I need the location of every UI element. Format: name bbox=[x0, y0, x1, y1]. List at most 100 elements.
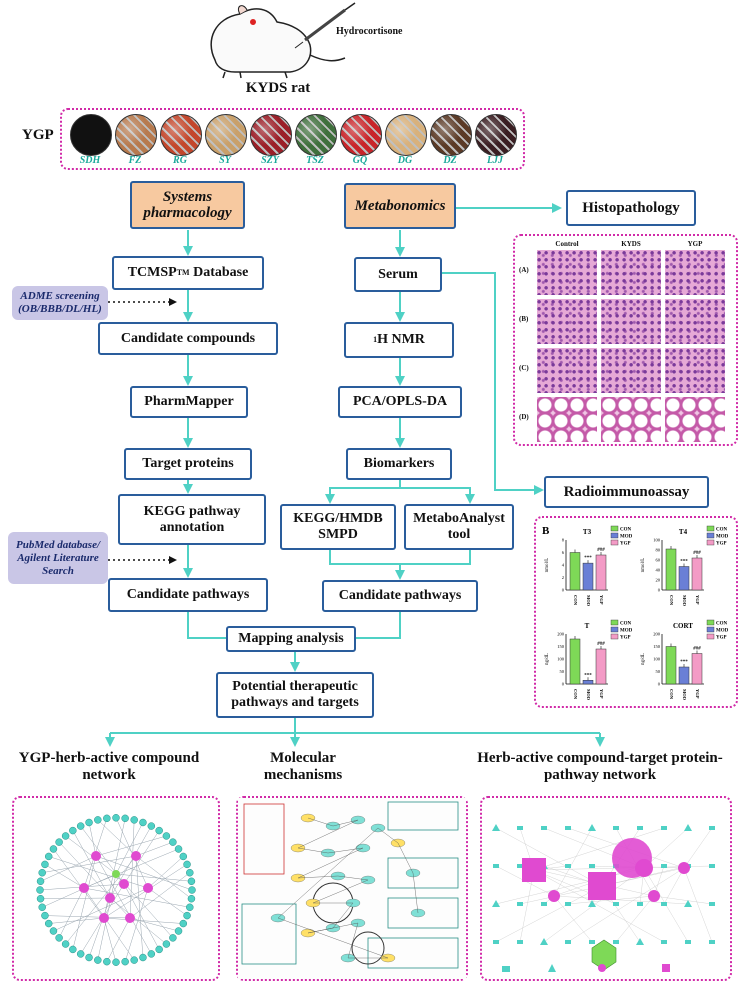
metabolic-link bbox=[297, 847, 364, 879]
chart-title: CORT bbox=[673, 622, 693, 630]
compound-node bbox=[188, 886, 196, 894]
compound-node bbox=[85, 953, 93, 962]
histopathology-box: Histopathology bbox=[566, 190, 696, 226]
metaboanalyst-box: MetaboAnalyst tool bbox=[404, 504, 514, 550]
chart-significance: *** bbox=[680, 560, 688, 565]
network-edge bbox=[653, 895, 713, 905]
chart-y-tick: 60 bbox=[656, 558, 661, 563]
chart-y-tick: 150 bbox=[557, 644, 565, 649]
candidate-compounds-box: Candidate compounds bbox=[98, 322, 278, 355]
histology-micrograph bbox=[537, 348, 597, 393]
chart-bar-con bbox=[569, 552, 581, 591]
network-edge bbox=[48, 856, 149, 889]
chart-legend-swatch bbox=[706, 633, 715, 640]
herb-node bbox=[125, 913, 135, 923]
chart-bar-ygp bbox=[595, 648, 607, 685]
herb-node bbox=[79, 883, 89, 893]
target-node bbox=[661, 940, 667, 944]
chart-legend-label: CON bbox=[620, 528, 632, 533]
chart-legend-label: YGP bbox=[716, 636, 727, 641]
metabolic-link bbox=[297, 819, 359, 849]
compound-node bbox=[55, 934, 63, 942]
chart-ylabel: ng/dL bbox=[641, 653, 646, 665]
pubmed-search-box: PubMed database/ Agilent Literature Sear… bbox=[8, 532, 108, 584]
network-edge bbox=[40, 855, 97, 882]
herb-hub-node bbox=[588, 872, 616, 900]
histo-column-label: KYDS bbox=[621, 240, 641, 248]
network-edge bbox=[495, 885, 603, 943]
compound-triangle-node bbox=[492, 824, 500, 831]
chart-bar-mod bbox=[582, 562, 594, 591]
histo-column-label: YGP bbox=[687, 240, 703, 248]
compound-node bbox=[162, 832, 171, 840]
network-edge bbox=[95, 855, 193, 891]
chart-x-tick: CON bbox=[669, 689, 674, 700]
chart-y-tick: 40 bbox=[656, 568, 661, 573]
compound-triangle-node bbox=[636, 938, 644, 945]
histology-micrograph bbox=[665, 250, 725, 295]
histology-micrograph bbox=[537, 250, 597, 295]
compound-node bbox=[186, 903, 194, 912]
chart-legend-label: MOD bbox=[716, 535, 729, 540]
chart-significance: ### bbox=[693, 647, 701, 652]
compound-node bbox=[103, 814, 111, 823]
network-edge bbox=[44, 864, 85, 889]
compound-node bbox=[41, 911, 49, 920]
chart-significance: ### bbox=[597, 642, 605, 647]
target-node bbox=[517, 902, 523, 906]
compound-triangle-node bbox=[492, 900, 500, 907]
chart-y-tick: 50 bbox=[656, 669, 661, 674]
compound-node bbox=[49, 845, 58, 853]
network-edge bbox=[553, 895, 593, 943]
network-edge bbox=[42, 873, 117, 908]
chart-bar-ygp bbox=[595, 554, 607, 591]
chart-ylabel: nmol/L bbox=[641, 558, 646, 573]
left-candidate-pathways-box: Candidate pathways bbox=[108, 578, 268, 612]
target-node bbox=[661, 864, 667, 868]
chart-y-tick: 8 bbox=[562, 538, 565, 543]
target-node bbox=[517, 826, 523, 830]
compound-node bbox=[41, 860, 49, 869]
target-protein-node bbox=[648, 890, 660, 902]
compound-node bbox=[174, 927, 183, 935]
chart-title: T3 bbox=[583, 528, 592, 536]
target-node bbox=[493, 864, 499, 868]
herb-target-pathway-network bbox=[492, 824, 715, 972]
herb-label-fz: FZ bbox=[128, 155, 142, 166]
ygp-network-panel bbox=[12, 796, 220, 981]
network-edge bbox=[48, 917, 105, 924]
chart-legend-label: YGP bbox=[716, 542, 727, 547]
target-network-heading: Herb-active compound-target protein-path… bbox=[477, 750, 723, 783]
kegg-annotation-box: KEGG pathway annotation bbox=[118, 494, 266, 545]
chart-bar-con bbox=[569, 638, 581, 685]
network-edge bbox=[683, 867, 713, 943]
chart-bar-con bbox=[665, 548, 677, 591]
compound-node bbox=[112, 958, 120, 966]
target-node bbox=[589, 864, 595, 868]
chart-x-tick: MOD bbox=[586, 689, 591, 701]
target-node bbox=[613, 826, 619, 830]
chart-legend-label: MOD bbox=[716, 629, 729, 634]
herb-image-gq bbox=[340, 114, 382, 156]
herb-label-szy: SZY bbox=[261, 155, 279, 166]
chart-significance: ### bbox=[693, 551, 701, 556]
compound-node bbox=[55, 838, 63, 846]
network-edge bbox=[615, 895, 655, 943]
network-edge bbox=[83, 848, 179, 889]
network-edge bbox=[88, 897, 111, 958]
metabolic-link bbox=[337, 875, 369, 881]
compound-node bbox=[179, 919, 188, 928]
chart-legend-swatch bbox=[610, 626, 619, 633]
herb-image-dz bbox=[430, 114, 472, 156]
chart-legend-swatch bbox=[610, 525, 619, 532]
network-edge bbox=[42, 855, 137, 873]
herb-label-dg: DG bbox=[397, 155, 413, 166]
target-node bbox=[661, 902, 667, 906]
metabolic-link bbox=[307, 817, 334, 827]
target-node bbox=[493, 940, 499, 944]
target-node bbox=[517, 940, 523, 944]
network-edge bbox=[53, 848, 105, 919]
chart-bar-mod bbox=[678, 566, 690, 591]
compound-node bbox=[174, 845, 183, 853]
compound-node bbox=[76, 822, 85, 830]
